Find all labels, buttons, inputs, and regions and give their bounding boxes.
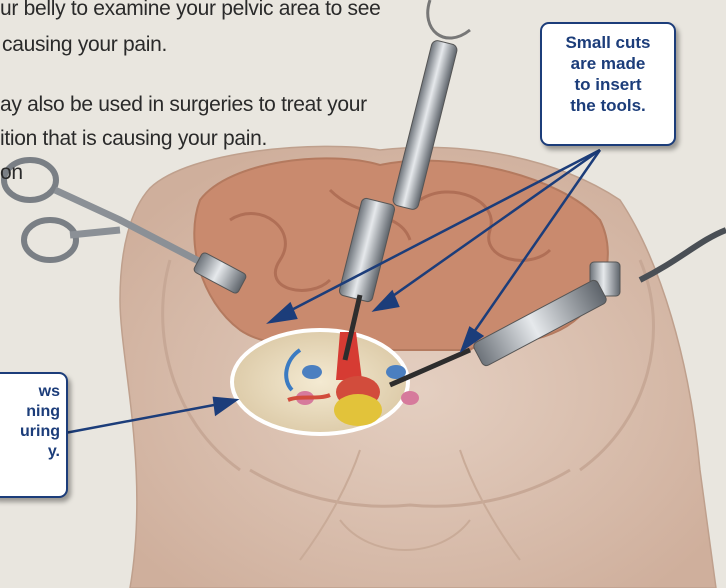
body-text-line-3: ay also be used in surgeries to treat yo… xyxy=(0,92,367,118)
callout-line: are made xyxy=(542,53,674,74)
callout-line: uring xyxy=(0,422,60,442)
body-text-line-5: on xyxy=(0,160,23,186)
callout-line: Small cuts xyxy=(542,32,674,53)
small-cuts-callout: Small cuts are made to insert the tools. xyxy=(540,22,676,146)
body-text-line-2: causing your pain. xyxy=(2,32,167,58)
callout-line: the tools. xyxy=(542,95,674,116)
body-text-line-4: ition that is causing your pain. xyxy=(0,126,267,152)
callout-line: ning xyxy=(0,402,60,422)
callout-line: y. xyxy=(0,442,60,462)
callout-line: to insert xyxy=(542,74,674,95)
view-callout: ws ning uring y. xyxy=(0,372,68,498)
callout-line: ws xyxy=(0,382,60,402)
body-text-line-1: ur belly to examine your pelvic area to … xyxy=(0,0,380,22)
